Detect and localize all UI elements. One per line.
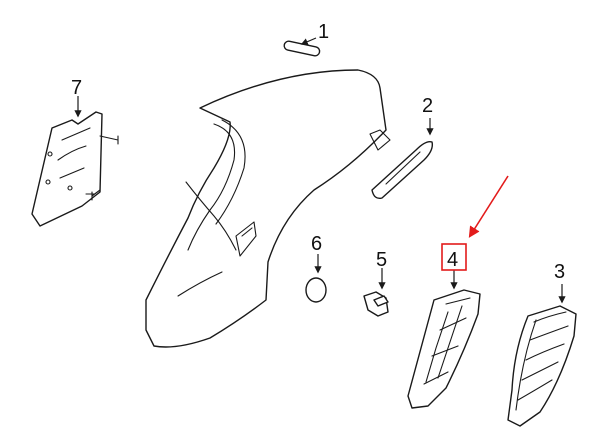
highlight-box-4 bbox=[441, 243, 467, 271]
part-2-molding bbox=[371, 118, 434, 200]
part-4-frame bbox=[407, 270, 481, 409]
part-7-bracket bbox=[31, 111, 119, 227]
callout-6: 6 bbox=[311, 233, 322, 255]
callout-3: 3 bbox=[554, 261, 565, 283]
callout-1: 1 bbox=[318, 21, 329, 43]
callout-5: 5 bbox=[376, 249, 387, 271]
highlight-arrow-4 bbox=[468, 175, 509, 238]
part-3-grille bbox=[507, 284, 577, 427]
callout-4: 4 bbox=[447, 249, 458, 271]
callout-7: 7 bbox=[71, 77, 82, 99]
callout-2: 2 bbox=[422, 95, 433, 117]
part-6-plug bbox=[305, 254, 327, 303]
quarter-panel bbox=[145, 69, 391, 348]
part-5-clip bbox=[363, 268, 389, 317]
part-1-strip bbox=[283, 37, 321, 57]
